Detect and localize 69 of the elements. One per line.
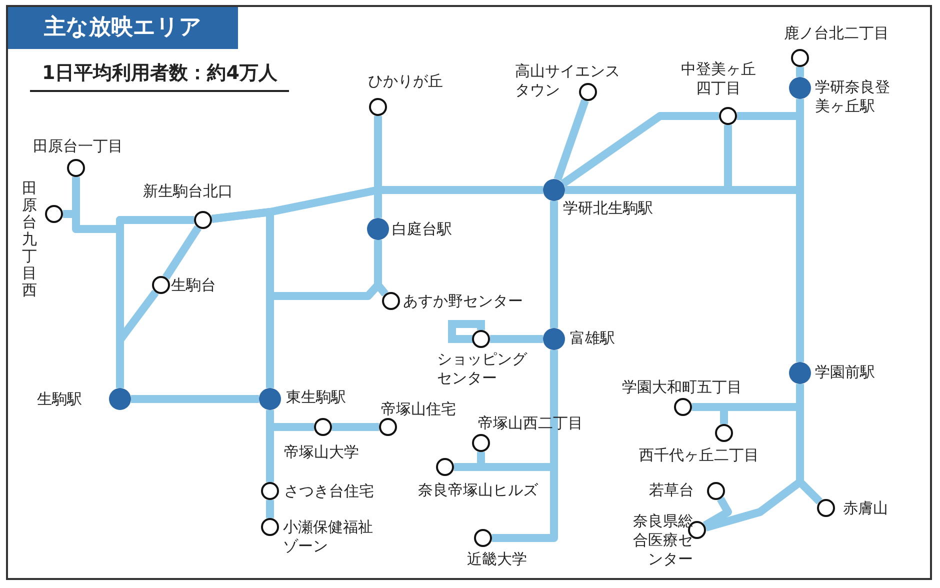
title-banner: 主な放映エリア <box>8 7 238 49</box>
stop-name: 奈良帝塚山ヒルズ <box>418 481 538 500</box>
stop-name: 小瀬保健福祉ゾーン <box>283 518 373 556</box>
bus-stop-marker <box>474 529 492 547</box>
bus-stop-marker <box>67 159 85 177</box>
route-line <box>266 500 274 518</box>
route-line <box>162 225 202 280</box>
bus-stop-marker <box>719 107 737 125</box>
stop-name: あすか野センター <box>403 292 523 311</box>
bus-stop-marker <box>436 458 454 476</box>
station-marker <box>789 362 811 384</box>
bus-stop-marker <box>579 83 597 101</box>
stop-name: 生駒台 <box>171 276 216 295</box>
stop-name: ショッピングセンター <box>437 350 527 388</box>
bus-stop-marker <box>791 49 809 67</box>
stop-name: 白庭台駅 <box>392 220 452 239</box>
bus-stop-marker <box>715 424 733 442</box>
stop-name: 田原台一丁目 <box>33 137 123 156</box>
stop-name: 新生駒台北口 <box>143 182 233 201</box>
bus-stop-marker <box>707 482 725 500</box>
stop-name: 田原台九丁目西 <box>22 180 37 299</box>
stop-name: 鹿ノ台北二丁目 <box>784 24 889 43</box>
station-marker <box>543 179 565 201</box>
stop-name: 帝塚山住宅 <box>381 400 456 419</box>
route-line <box>490 335 543 343</box>
stop-name: 学園大和町五丁目 <box>622 378 742 397</box>
stop-name: 学園前駅 <box>815 363 875 382</box>
station-marker <box>543 328 565 350</box>
bus-stop-marker <box>314 418 332 436</box>
stop-name: 西千代ヶ丘二丁目 <box>639 446 759 465</box>
stop-name: 赤膚山 <box>843 499 888 518</box>
station-marker <box>789 77 811 99</box>
stop-name: 帝塚山西二丁目 <box>478 414 583 433</box>
bus-stop-marker <box>382 292 400 310</box>
stop-name: 高山サイエンスタウン <box>515 62 620 100</box>
stop-name: 帝塚山大学 <box>284 443 359 462</box>
stop-name: 奈良県総合医療センター <box>633 512 693 569</box>
station-marker <box>259 388 281 410</box>
stop-name: 学研奈良登美ヶ丘駅 <box>815 78 890 116</box>
route-line <box>560 112 719 187</box>
bus-stop-marker <box>152 276 170 294</box>
bus-stop-marker <box>369 98 387 116</box>
bus-stop-marker <box>472 434 490 452</box>
stop-name: ひかりが丘 <box>368 72 443 91</box>
route-line <box>554 99 589 181</box>
bus-stop-marker <box>674 398 692 416</box>
stop-name: 富雄駅 <box>570 329 615 348</box>
stop-name: 東生駒駅 <box>286 388 346 407</box>
route-line <box>796 67 804 77</box>
bus-stop-marker <box>261 482 279 500</box>
station-marker <box>109 388 131 410</box>
ridership-note: 1日平均利用者数：約4万人 <box>30 60 290 92</box>
bus-stop-marker <box>194 211 212 229</box>
route-line <box>332 423 379 431</box>
stop-name: 生駒駅 <box>37 390 82 409</box>
route-line <box>374 116 382 218</box>
bus-stop-marker <box>817 499 835 517</box>
bus-stop-marker <box>472 330 490 348</box>
stop-name: 近畿大学 <box>467 550 527 569</box>
station-marker <box>367 218 389 240</box>
bus-stop-marker <box>379 418 397 436</box>
stop-name: 若草台 <box>649 481 694 500</box>
stop-name: 学研北生駒駅 <box>563 199 653 218</box>
route-line <box>131 395 259 403</box>
stop-name: 中登美ヶ丘四丁目 <box>681 60 756 98</box>
bus-stop-marker <box>45 205 63 223</box>
route-line <box>550 201 558 328</box>
bus-stop-marker <box>261 518 279 536</box>
stop-name: さつき台住宅 <box>284 482 374 501</box>
